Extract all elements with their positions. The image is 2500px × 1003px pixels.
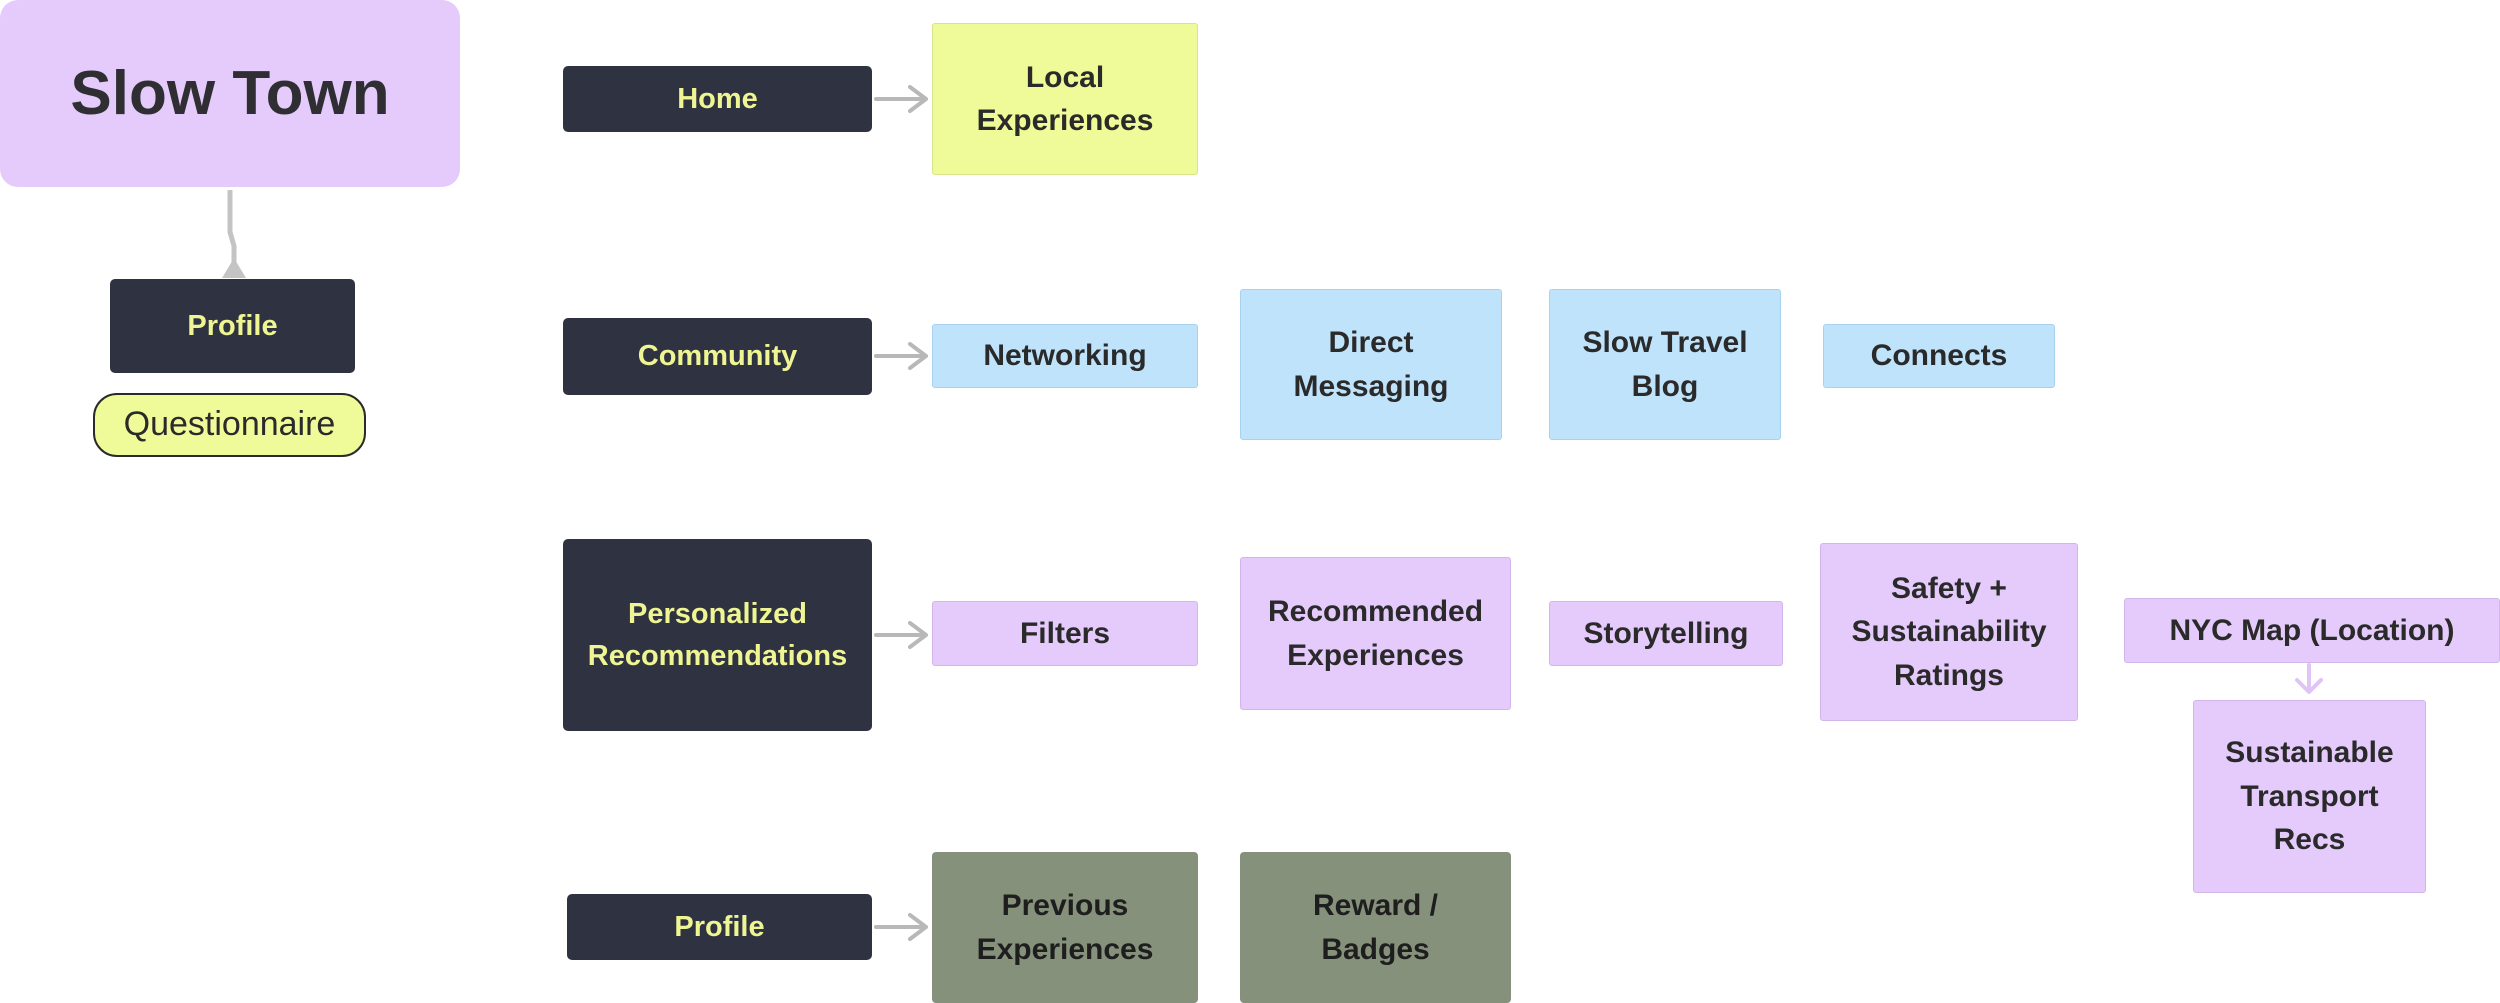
profile-row-node: Profile xyxy=(567,894,872,960)
arrow-home xyxy=(874,85,928,113)
filters-label: Filters xyxy=(1019,616,1111,650)
arrow-community xyxy=(874,342,928,370)
nyc-map-node: NYC Map (Location) xyxy=(2124,598,2500,663)
connector-title-profile-head xyxy=(222,258,246,278)
local-experiences-node: Local Experiences xyxy=(932,23,1198,175)
profile-row-label: Profile xyxy=(674,910,765,943)
connects-node: Connects xyxy=(1823,324,2055,388)
direct-messaging-label: Direct Messaging xyxy=(1293,326,1449,403)
app-title: Slow Town xyxy=(70,58,390,128)
nyc-map-label: NYC Map (Location) xyxy=(2169,613,2455,647)
sidebar-profile-node: Profile xyxy=(110,279,355,373)
reward-badges-node: Reward / Badges xyxy=(1240,852,1511,1003)
slow-travel-blog-node: Slow Travel Blog xyxy=(1549,289,1781,440)
community-node: Community xyxy=(563,318,872,395)
recommended-experiences-label: Recommended Experiences xyxy=(1267,595,1484,672)
app-title-node: Slow Town xyxy=(0,0,460,187)
filters-node: Filters xyxy=(932,601,1198,666)
slow-travel-blog-label: Slow Travel Blog xyxy=(1582,326,1748,403)
sustainable-transport-label: Sustainable Transport Recs xyxy=(2225,736,2394,857)
storytelling-node: Storytelling xyxy=(1549,601,1783,666)
safety-sustainability-label: Safety + Sustainability Ratings xyxy=(1851,571,2047,692)
home-label: Home xyxy=(677,82,758,115)
questionnaire-label: Questionnaire xyxy=(123,405,336,444)
arrow-personalized xyxy=(874,621,928,649)
sustainable-transport-node: Sustainable Transport Recs xyxy=(2193,700,2426,893)
connector-title-profile xyxy=(227,190,237,262)
storytelling-label: Storytelling xyxy=(1583,616,1749,650)
recommended-experiences-node: Recommended Experiences xyxy=(1240,557,1511,710)
questionnaire-node: Questionnaire xyxy=(93,393,366,457)
safety-sustainability-node: Safety + Sustainability Ratings xyxy=(1820,543,2078,721)
personalized-label: Personalized Recommendations xyxy=(587,597,848,672)
previous-experiences-node: Previous Experiences xyxy=(932,852,1198,1003)
networking-label: Networking xyxy=(983,339,1147,373)
personalized-node: Personalized Recommendations xyxy=(563,539,872,731)
connects-label: Connects xyxy=(1870,339,2008,373)
local-experiences-label: Local Experiences xyxy=(976,60,1154,138)
networking-node: Networking xyxy=(932,324,1198,388)
community-label: Community xyxy=(637,340,798,373)
home-node: Home xyxy=(563,66,872,132)
arrow-map-transport xyxy=(2295,663,2323,694)
arrow-profile xyxy=(874,913,928,941)
previous-experiences-label: Previous Experiences xyxy=(976,889,1154,966)
reward-badges-label: Reward / Badges xyxy=(1312,889,1439,966)
direct-messaging-node: Direct Messaging xyxy=(1240,289,1502,440)
sidebar-profile-label: Profile xyxy=(187,309,278,342)
